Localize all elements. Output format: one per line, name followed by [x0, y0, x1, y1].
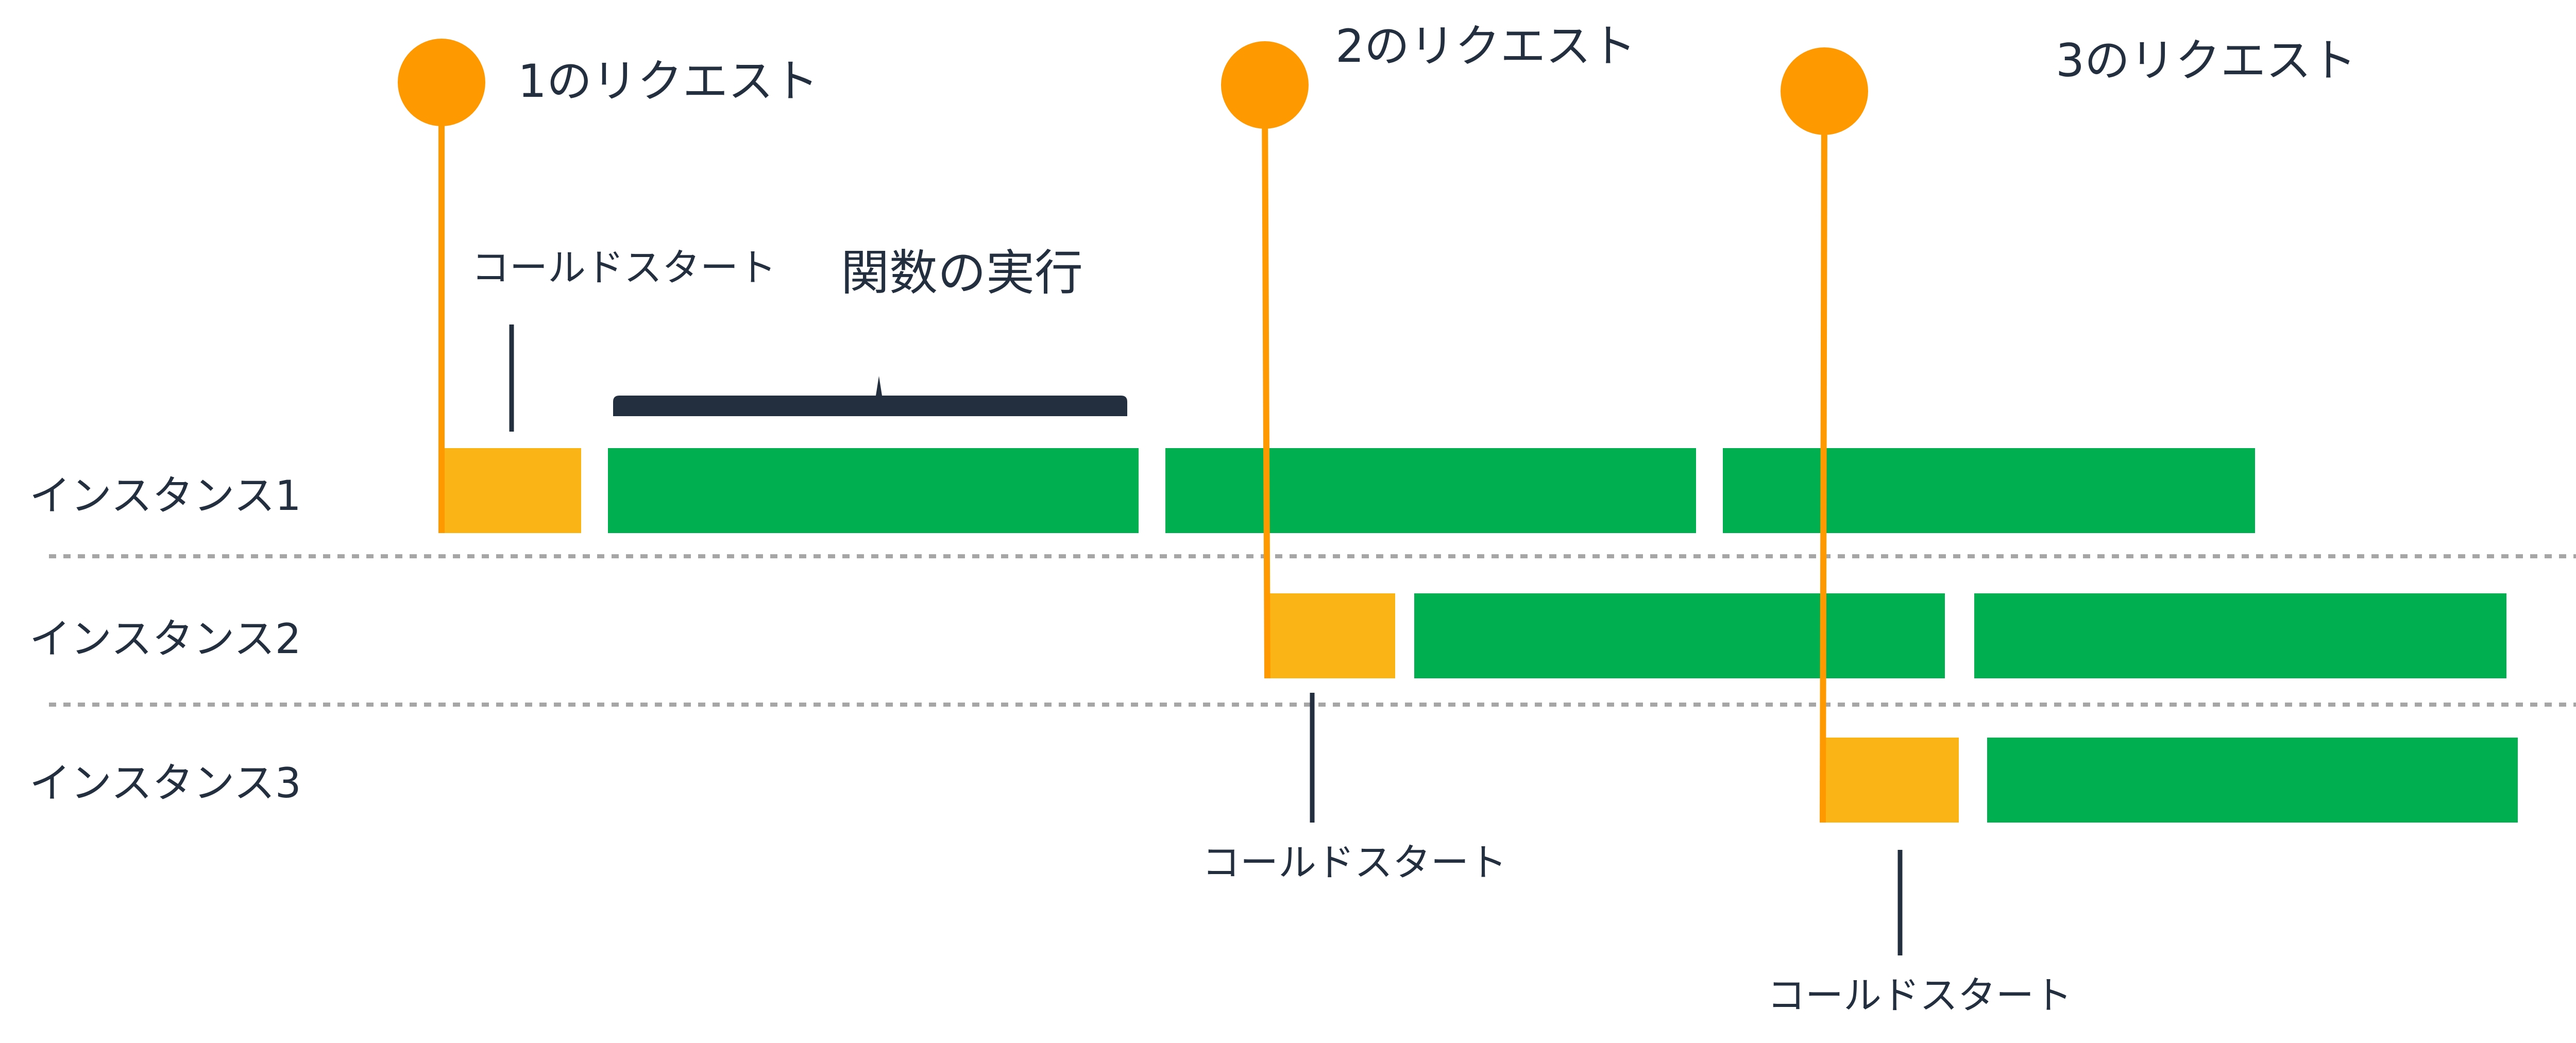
execution-bar-instance-1 — [1165, 448, 1696, 533]
execution-label: 関数の実行 — [841, 245, 1083, 301]
cold-start-label-2: コールドスタート — [1202, 841, 1507, 885]
request-line-2 — [1262, 102, 1270, 679]
request-marker-1 — [398, 39, 485, 126]
execution-bar-instance-1 — [608, 448, 1139, 533]
cold-start-bar-instance-3 — [1825, 738, 1959, 823]
request-marker-3 — [1781, 47, 1868, 135]
request-marker-2 — [1221, 41, 1309, 129]
lane-label-instance-2: インスタンス2 — [29, 615, 301, 663]
request-label-3: 3のリクエスト — [2056, 34, 2357, 87]
request-label-2: 2のリクエスト — [1335, 20, 1636, 73]
cold-start-label-1: コールドスタート — [471, 246, 776, 290]
cold-start-bar-instance-1 — [440, 448, 581, 533]
execution-bar-instance-1 — [1723, 448, 2255, 533]
execution-bar-instance-2 — [1414, 593, 1945, 678]
lane-label-instance-3: インスタンス3 — [29, 759, 301, 807]
execution-bracket — [613, 376, 1127, 416]
cold-start-bar-instance-2 — [1266, 593, 1395, 678]
cold-start-label-3: コールドスタート — [1767, 973, 2072, 1018]
lane-label-instance-1: インスタンス1 — [29, 472, 301, 520]
request-label-1: 1のリクエスト — [518, 55, 819, 108]
execution-bar-instance-3 — [1987, 738, 2518, 823]
execution-bar-instance-2 — [1974, 593, 2506, 678]
request-line-3 — [1820, 108, 1827, 823]
